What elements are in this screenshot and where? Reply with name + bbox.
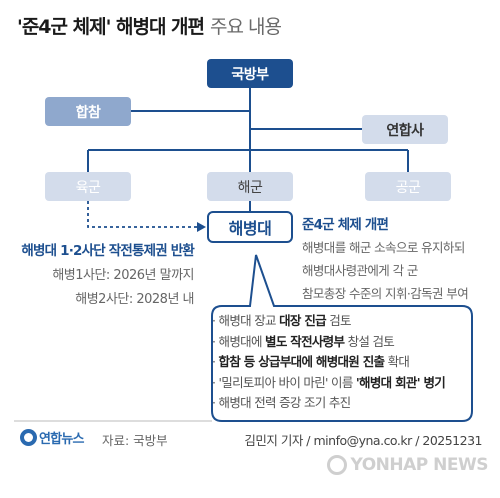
opcon-heading: 해병대 1·2사단 작전통제권 반환 [21, 243, 194, 259]
node-airforce: 공군 [365, 172, 451, 201]
watermark: YONHAP NEWS [326, 455, 489, 475]
reform-block: 준4군 체제 개편 해병대를 해군 소속으로 유지하되 해병대사령관에게 각 군… [302, 213, 469, 302]
node-navy: 해군 [207, 172, 293, 201]
reform-line-2: 해병대사령관에게 각 군 [302, 263, 418, 278]
node-jcs: 합참 [45, 97, 131, 126]
watermark-icon [326, 455, 347, 475]
bullet-item: · 해병대 장교 대장 진급 검토 [212, 313, 352, 328]
callout-bubble [211, 254, 473, 422]
reform-line-3: 참모총장 수준의 지휘·감독권 부여 [302, 286, 469, 301]
opcon-line-2: 해병2사단: 2028년 내 [75, 292, 194, 307]
title-main: '준4군 체제' 해병대 개편 [17, 16, 205, 38]
node-marine: 해병대 [207, 211, 293, 243]
credit-label: 김민지 기자 / minfo@yna.co.kr / 20251231 [244, 433, 482, 448]
bullet-item: · 해병대에 별도 작전사령부 창설 검토 [212, 333, 395, 349]
yonhap-logo: 연합뉴스 [20, 428, 84, 447]
yonhap-logo-text: 연합뉴스 [39, 432, 84, 447]
watermark-text: YONHAP NEWS [350, 455, 489, 475]
node-army: 육군 [45, 172, 131, 201]
node-cfc: 연합사 [362, 115, 448, 144]
bullet-list: · 해병대 장교 대장 진급 검토 · 해병대에 별도 작전사령부 창설 검토 … [212, 310, 480, 413]
yonhap-logo-icon [20, 429, 37, 446]
title-sub: 주요 내용 [210, 16, 282, 38]
reform-line-1: 해병대를 해군 소속으로 유지하되 [302, 240, 465, 255]
opcon-arrow-head [197, 222, 206, 232]
reform-heading: 준4군 체제 개편 [302, 217, 389, 233]
opcon-block: 해병대 1·2사단 작전통제권 반환 해병1사단: 2026년 말까지 해병2사… [21, 239, 194, 307]
bullet-item: · 해병대 전력 증강 조기 추진 [212, 395, 351, 410]
bullet-item: · 합참 등 상급부대에 해병대원 진출 확대 [212, 354, 410, 369]
source-label: 자료: 국방부 [102, 433, 168, 448]
opcon-dashed-arrow [87, 201, 198, 228]
opcon-line-1: 해병1사단: 2026년 말까지 [52, 268, 194, 283]
node-mod: 국방부 [207, 59, 293, 88]
bullet-item: · '밀리토피아 바이 마린' 이름 '해병대 회관' 병기 [212, 374, 446, 390]
